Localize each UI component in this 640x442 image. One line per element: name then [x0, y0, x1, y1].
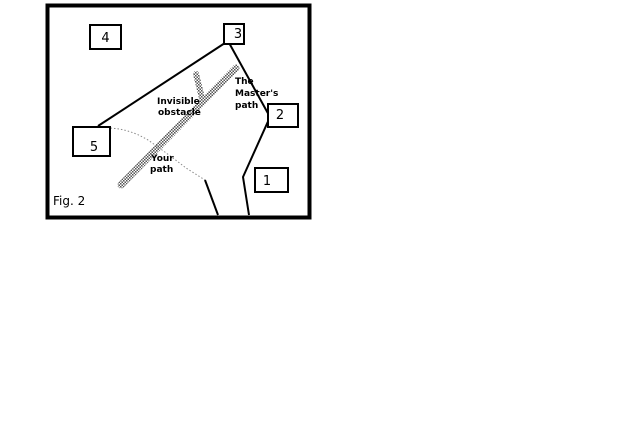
- figure-caption: Fig. 2: [53, 194, 85, 208]
- your-path-line: [106, 127, 219, 216]
- master-path-label: The Master's path: [235, 77, 278, 111]
- box-5: 5: [72, 126, 111, 157]
- obstacle-label: Invisible obstacle: [157, 97, 201, 118]
- box-3: 3: [223, 23, 245, 45]
- box-4: 4: [89, 24, 122, 50]
- box-3-label: 3: [234, 27, 242, 42]
- obstacle-label-line-1: Invisible: [157, 97, 200, 107]
- box-1: 1: [254, 167, 289, 193]
- master-path-label-line-1: The: [235, 77, 254, 87]
- obstacle-label-line-2: obstacle: [158, 108, 201, 118]
- box-5-label: 5: [90, 140, 98, 155]
- box-2-label: 2: [276, 108, 284, 123]
- master-path-label-line-2: Master's: [235, 89, 278, 99]
- invisible-obstacle: [117, 64, 240, 189]
- your-path-label: Your path: [150, 154, 174, 175]
- box-2: 2: [267, 103, 299, 128]
- box-1-label: 1: [263, 174, 271, 189]
- master-path-label-line-3: path: [235, 101, 258, 111]
- your-path-label-line-1: Your: [150, 154, 174, 164]
- your-path-label-line-2: path: [150, 165, 173, 175]
- master-path-left-line: [204, 179, 219, 216]
- box-4-label: 4: [101, 31, 109, 46]
